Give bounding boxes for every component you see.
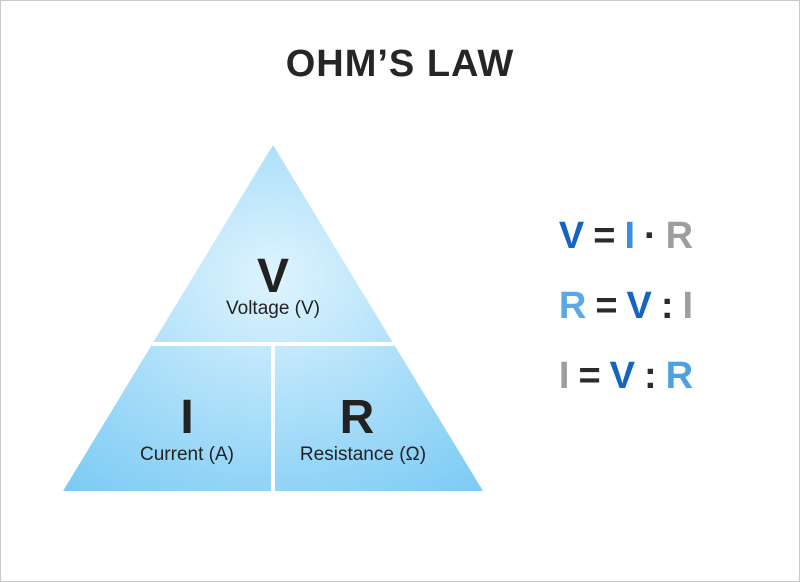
voltage-label: Voltage (V) xyxy=(226,298,320,319)
formula-part: V xyxy=(626,285,652,327)
equals-sign: = xyxy=(593,215,616,257)
formula-part: I xyxy=(558,355,570,397)
formula-part: I xyxy=(682,285,694,327)
equals-sign: = xyxy=(595,285,618,327)
formula-part: V xyxy=(558,215,585,257)
formula-r-equals-v-over-i: R = V : I xyxy=(501,271,751,341)
multiply-sign: · xyxy=(644,215,657,257)
formula-list: V = I · R R = V : I I = V : R xyxy=(501,201,751,411)
voltage-symbol: V xyxy=(256,250,290,303)
triangle-graphic xyxy=(63,145,483,491)
formula-part: I xyxy=(624,215,635,257)
ohms-law-triangle: V Voltage (V) I Current (A) R Resistance… xyxy=(58,141,488,497)
formula-v-equals-ir: V = I · R xyxy=(501,201,751,271)
page-title: OHM’S LAW xyxy=(285,43,515,85)
divide-sign: : xyxy=(644,355,657,397)
triangle-shape xyxy=(63,145,483,491)
current-symbol: I xyxy=(180,391,194,444)
resistance-symbol: R xyxy=(339,391,375,444)
divide-sign: : xyxy=(660,285,674,327)
current-label: Current (A) xyxy=(140,444,234,465)
equals-sign: = xyxy=(578,355,601,397)
formula-i-equals-v-over-r: I = V : R xyxy=(501,341,751,411)
resistance-label: Resistance (Ω) xyxy=(299,444,427,465)
formula-part: V xyxy=(609,355,635,397)
formula-part: R xyxy=(558,285,587,327)
formula-part: R xyxy=(665,355,694,397)
formula-part: R xyxy=(665,215,694,257)
